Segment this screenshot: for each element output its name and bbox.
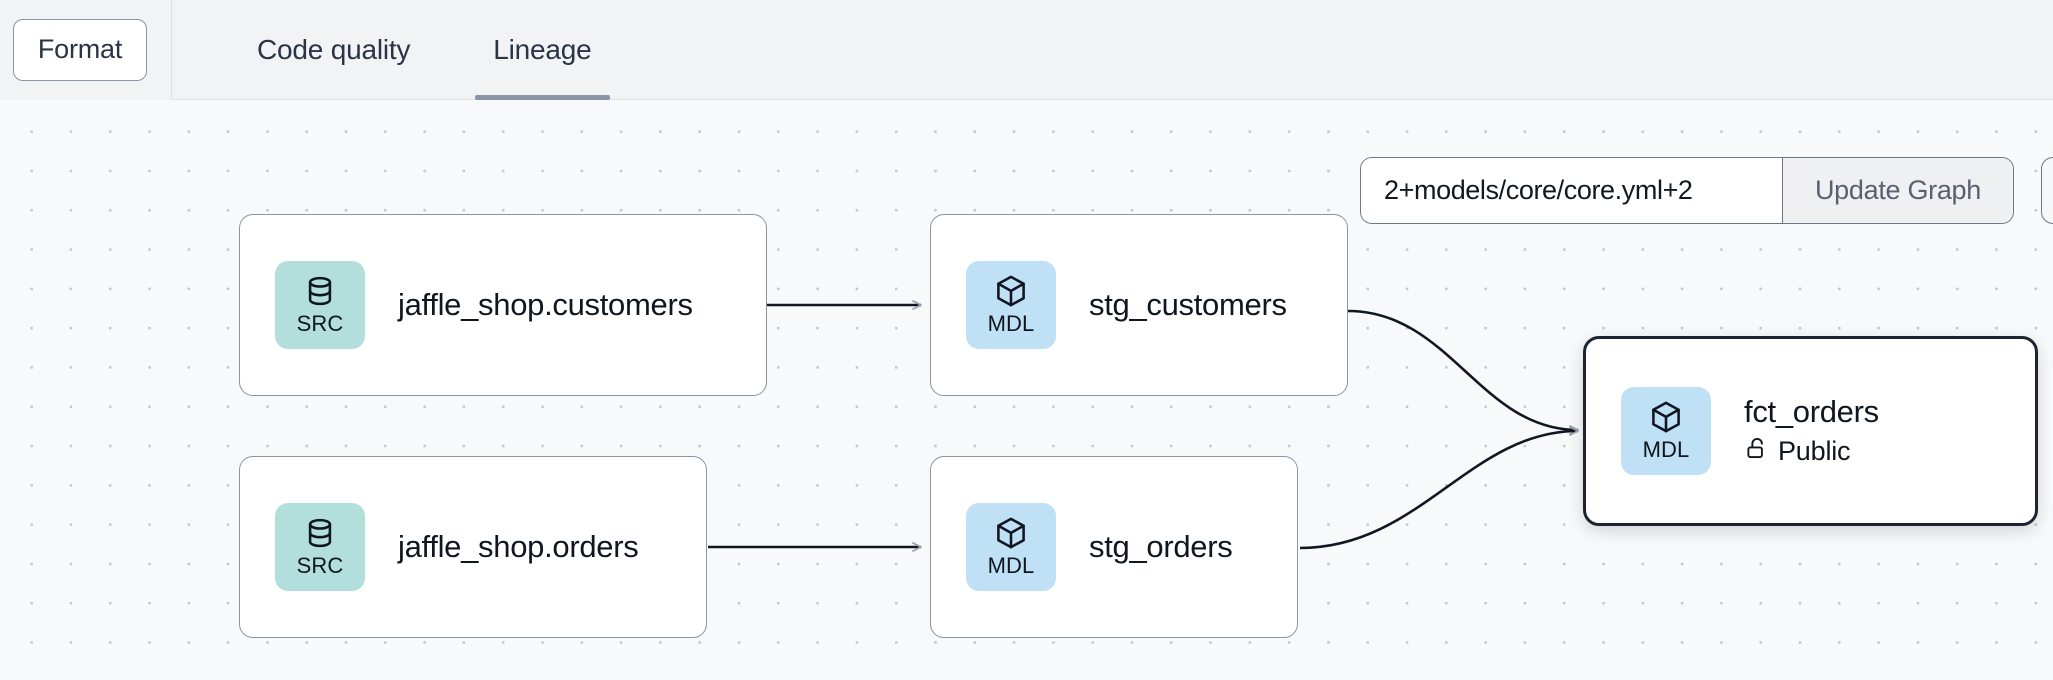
badge-label: MDL [987, 553, 1035, 578]
node-fct-orders[interactable]: MDL fct_orders Public [1583, 336, 2038, 526]
badge-label: MDL [987, 311, 1035, 336]
node-title: fct_orders [1744, 394, 1879, 430]
node-visibility: Public [1744, 436, 1879, 468]
node-title: jaffle_shop.orders [398, 529, 639, 565]
node-body: stg_orders [1089, 529, 1233, 565]
node-body: stg_customers [1089, 287, 1287, 323]
format-zone: Format [0, 0, 172, 100]
overflow-control-partial[interactable] [2041, 157, 2053, 224]
cube-icon [993, 515, 1029, 551]
database-icon [302, 515, 338, 551]
badge-mdl: MDL [966, 261, 1056, 349]
cube-icon [993, 273, 1029, 309]
lineage-canvas[interactable]: SRC jaffle_shop.customers MDL stg_custo [0, 100, 2053, 680]
node-title: stg_customers [1089, 287, 1287, 323]
editor-toolbar: Format Code quality Lineage [0, 0, 2053, 100]
graph-selector-input[interactable] [1361, 158, 1782, 223]
edge-stg-orders-to-fct-orders [1299, 426, 1579, 550]
badge-label: SRC [296, 311, 344, 336]
badge-mdl: MDL [966, 503, 1056, 591]
database-icon [302, 273, 338, 309]
tab-bar: Code quality Lineage [172, 0, 610, 100]
cube-icon [1648, 399, 1684, 435]
badge-src: SRC [275, 261, 365, 349]
node-visibility-label: Public [1778, 436, 1851, 467]
node-title: stg_orders [1089, 529, 1233, 565]
badge-label: SRC [296, 553, 344, 578]
node-src-orders[interactable]: SRC jaffle_shop.orders [239, 456, 707, 638]
badge-src: SRC [275, 503, 365, 591]
node-stg-orders[interactable]: MDL stg_orders [930, 456, 1298, 638]
unlock-icon [1744, 436, 1769, 468]
node-body: jaffle_shop.customers [398, 287, 693, 323]
graph-selector-control: Update Graph [1360, 157, 2014, 224]
node-title: jaffle_shop.customers [398, 287, 693, 323]
node-src-customers[interactable]: SRC jaffle_shop.customers [239, 214, 767, 396]
tab-lineage[interactable]: Lineage [475, 0, 610, 100]
node-body: fct_orders Public [1744, 394, 1879, 468]
update-graph-button[interactable]: Update Graph [1782, 158, 2013, 223]
edge-stg-customers-to-fct-orders [1347, 309, 1579, 435]
node-body: jaffle_shop.orders [398, 529, 639, 565]
node-stg-customers[interactable]: MDL stg_customers [930, 214, 1348, 396]
badge-mdl: MDL [1621, 387, 1711, 475]
badge-label: MDL [1642, 437, 1690, 462]
format-button[interactable]: Format [13, 18, 147, 81]
tab-code-quality[interactable]: Code quality [257, 33, 411, 65]
